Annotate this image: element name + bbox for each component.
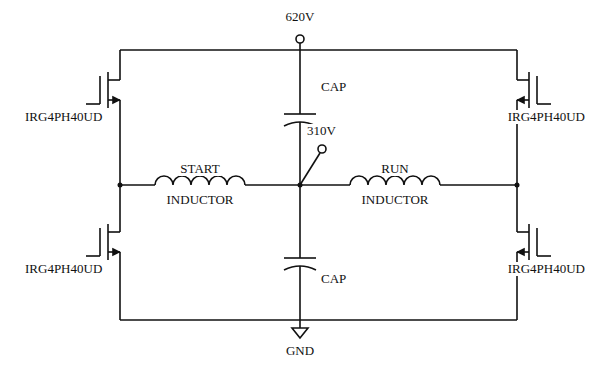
capacitor-symbol [284,50,316,185]
wire [119,100,121,232]
top-rail [120,49,517,51]
inductor-symbol [300,176,517,185]
voltage-label: 310V [306,124,337,138]
terminal-lead [299,43,301,50]
wire [516,50,518,80]
terminal-310v [318,145,326,153]
wire [119,50,121,80]
junction-dot [118,183,123,188]
part-number: IRG4PH40UD [507,110,586,124]
component-label: RUN [380,162,409,176]
terminal-620v [296,35,304,43]
component-label: INDUCTOR [166,193,235,207]
voltage-label: 620V [285,10,316,24]
igbt-symbol [86,72,120,108]
capacitor-symbol [284,185,316,320]
igbt-symbol [86,224,120,260]
component-label: START [179,162,220,176]
bottom-rail [120,319,517,321]
part-number: IRG4PH40UD [24,262,103,276]
component-label: INDUCTOR [361,193,430,207]
junction-dot [515,183,520,188]
junction-dot [298,183,303,188]
wire [299,320,301,328]
wire [119,252,121,320]
component-label: CAP [320,80,347,94]
igbt-symbol [517,72,551,108]
igbt-symbol [517,224,551,260]
wire [300,153,320,185]
ground-label: GND [285,344,315,358]
ground-symbol [292,328,308,338]
component-label: CAP [320,272,347,286]
part-number: IRG4PH40UD [24,110,103,124]
part-number: IRG4PH40UD [507,262,586,276]
inductor-symbol [120,176,300,185]
